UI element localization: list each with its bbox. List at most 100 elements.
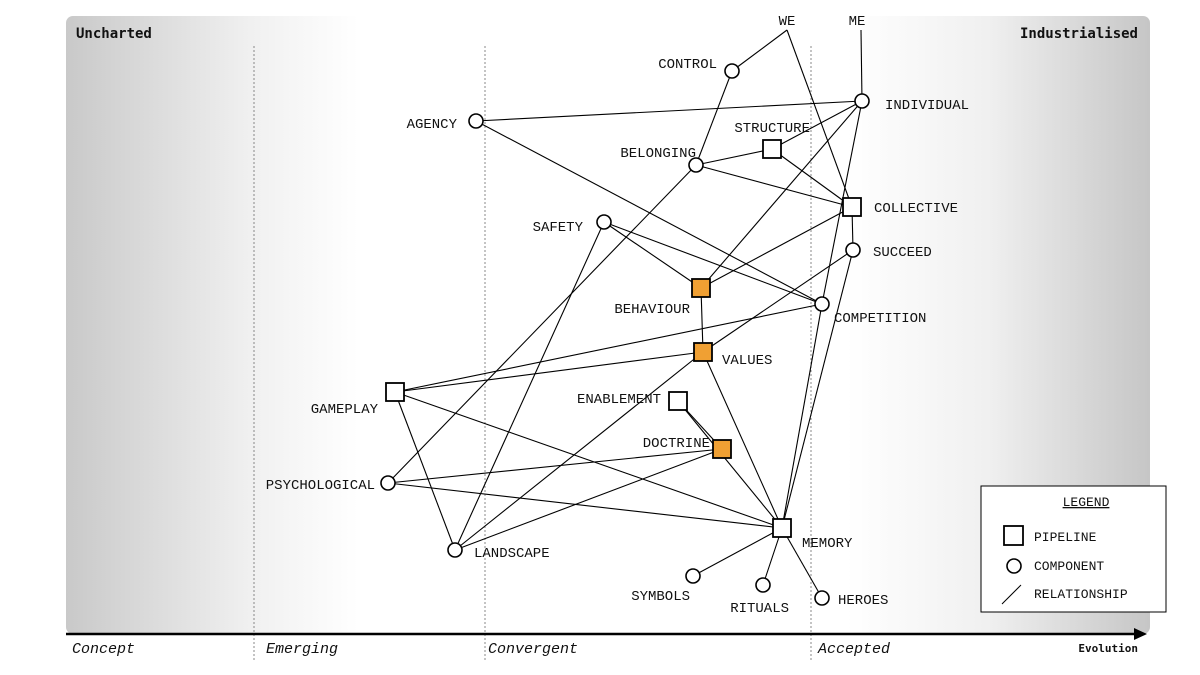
corner-industrialised: Industrialised xyxy=(1020,26,1138,42)
node-memory[interactable]: MEMORY xyxy=(772,518,853,552)
component-circle-icon[interactable] xyxy=(755,577,771,593)
relationship-line-values-landscape xyxy=(454,351,704,551)
node-psychological[interactable]: PSYCHOLOGICAL xyxy=(266,475,396,494)
node-label-symbols: SYMBOLS xyxy=(631,589,690,605)
relationship-line-safety-behaviour xyxy=(603,221,702,289)
node-label-individual: INDIVIDUAL xyxy=(885,98,969,114)
pipeline-square-icon xyxy=(1003,525,1024,546)
relationship-line-safety-landscape xyxy=(454,221,605,551)
node-label-values: VALUES xyxy=(722,353,772,369)
stage-convergent: Convergent xyxy=(488,641,578,658)
legend-label-relationship: RELATIONSHIP xyxy=(1034,587,1128,602)
pipeline-square-icon[interactable] xyxy=(772,518,792,538)
node-label-we: WE xyxy=(779,14,796,30)
node-label-structure: STRUCTURE xyxy=(734,121,810,137)
relationship-line-agency-individual xyxy=(475,100,863,122)
pipeline-square-icon[interactable] xyxy=(385,382,405,402)
relationship-line-individual-behaviour xyxy=(700,100,863,289)
pipeline-square-icon[interactable] xyxy=(842,197,862,217)
node-values[interactable]: VALUES xyxy=(693,342,772,369)
node-enablement[interactable]: ENABLEMENT xyxy=(577,391,688,411)
stage-concept: Concept xyxy=(72,641,135,658)
node-label-psychological: PSYCHOLOGICAL xyxy=(266,478,375,494)
stage-accepted: Accepted xyxy=(817,641,890,658)
relationship-line-belonging-psychological xyxy=(387,164,697,484)
legend-box xyxy=(980,485,1167,613)
relationship-line-we-control xyxy=(731,29,788,72)
node-structure[interactable]: STRUCTURE xyxy=(734,121,810,159)
component-circle-icon[interactable] xyxy=(380,475,396,491)
relationship-line-memory-heroes xyxy=(781,527,823,599)
pipeline-square-icon[interactable] xyxy=(668,391,688,411)
node-gameplay[interactable]: GAMEPLAY xyxy=(311,382,405,418)
relationship-line-agency-competition xyxy=(475,120,823,305)
node-label-doctrine: DOCTRINE xyxy=(643,436,710,452)
relationship-line-icon xyxy=(1001,584,1022,605)
node-succeed[interactable]: SUCCEED xyxy=(845,242,932,261)
relationship-line-individual-competition xyxy=(821,100,863,305)
legend: LEGEND PIPELINE COMPONENT RELATIONSHIP xyxy=(980,485,1167,613)
component-circle-icon[interactable] xyxy=(814,590,830,606)
relationship-line-doctrine-landscape xyxy=(454,448,723,551)
component-circle-icon[interactable] xyxy=(468,113,484,129)
component-circle-icon[interactable] xyxy=(814,296,830,312)
relationship-line-safety-competition xyxy=(603,221,823,305)
corner-uncharted: Uncharted xyxy=(76,26,152,42)
component-circle-icon[interactable] xyxy=(845,242,861,258)
node-symbols[interactable]: SYMBOLS xyxy=(631,568,701,605)
node-label-succeed: SUCCEED xyxy=(873,245,932,261)
pipeline-square-icon[interactable] xyxy=(762,139,782,159)
node-label-control: CONTROL xyxy=(658,57,717,73)
pipeline-square-icon[interactable] xyxy=(712,439,732,459)
map-nodes: WE ME CONTROL INDIVIDUAL AGENCY STRUCTURE BELO… xyxy=(266,14,969,617)
pipeline-square-icon[interactable] xyxy=(691,278,711,298)
node-label-memory: MEMORY xyxy=(802,536,853,552)
pipeline-square-icon[interactable] xyxy=(693,342,713,362)
component-circle-icon xyxy=(1006,558,1022,574)
node-control[interactable]: CONTROL xyxy=(658,57,740,79)
node-rituals[interactable]: RITUALS xyxy=(730,577,789,617)
node-label-enablement: ENABLEMENT xyxy=(577,392,661,408)
node-me[interactable]: ME xyxy=(849,14,866,30)
evolution-axis xyxy=(66,628,1147,640)
component-circle-icon[interactable] xyxy=(596,214,612,230)
node-label-behaviour: BEHAVIOUR xyxy=(614,302,690,318)
node-behaviour[interactable]: BEHAVIOUR xyxy=(614,278,711,318)
relationship-line-doctrine-psychological xyxy=(387,448,723,484)
node-label-collective: COLLECTIVE xyxy=(874,201,958,217)
node-doctrine[interactable]: DOCTRINE xyxy=(643,436,732,459)
node-heroes[interactable]: HEROES xyxy=(814,590,888,609)
node-we[interactable]: WE xyxy=(779,14,796,30)
component-circle-icon[interactable] xyxy=(447,542,463,558)
component-circle-icon[interactable] xyxy=(854,93,870,109)
evolution-label: Evolution xyxy=(1078,642,1138,655)
relationship-line-values-gameplay xyxy=(394,351,704,393)
node-individual[interactable]: INDIVIDUAL xyxy=(854,93,969,114)
node-label-agency: AGENCY xyxy=(407,117,458,133)
node-collective[interactable]: COLLECTIVE xyxy=(842,197,958,217)
legend-label-pipeline: PIPELINE xyxy=(1034,530,1097,545)
component-circle-icon[interactable] xyxy=(688,157,704,173)
relationship-line-gameplay-memory xyxy=(394,391,783,529)
node-landscape[interactable]: LANDSCAPE xyxy=(447,542,550,562)
map-background xyxy=(66,16,1150,634)
node-label-me: ME xyxy=(849,14,866,30)
node-agency[interactable]: AGENCY xyxy=(407,113,484,133)
relationship-line-psychological-memory xyxy=(387,482,783,529)
component-circle-icon[interactable] xyxy=(685,568,701,584)
relationship-line-enablement-memory xyxy=(677,400,783,529)
node-label-safety: SAFETY xyxy=(533,220,584,236)
component-circle-icon[interactable] xyxy=(724,63,740,79)
stage-emerging: Emerging xyxy=(266,641,338,658)
relationship-line-competition-gameplay xyxy=(394,303,823,393)
node-label-landscape: LANDSCAPE xyxy=(474,546,550,562)
relationship-line-memory-symbols xyxy=(692,527,783,577)
node-competition[interactable]: COMPETITION xyxy=(814,296,926,327)
relationship-line-values-memory xyxy=(702,351,783,529)
node-label-competition: COMPETITION xyxy=(834,311,926,327)
relationship-line-me-individual xyxy=(860,29,863,102)
node-label-gameplay: GAMEPLAY xyxy=(311,402,379,418)
node-safety[interactable]: SAFETY xyxy=(533,214,612,236)
node-belonging[interactable]: BELONGING xyxy=(620,146,704,173)
